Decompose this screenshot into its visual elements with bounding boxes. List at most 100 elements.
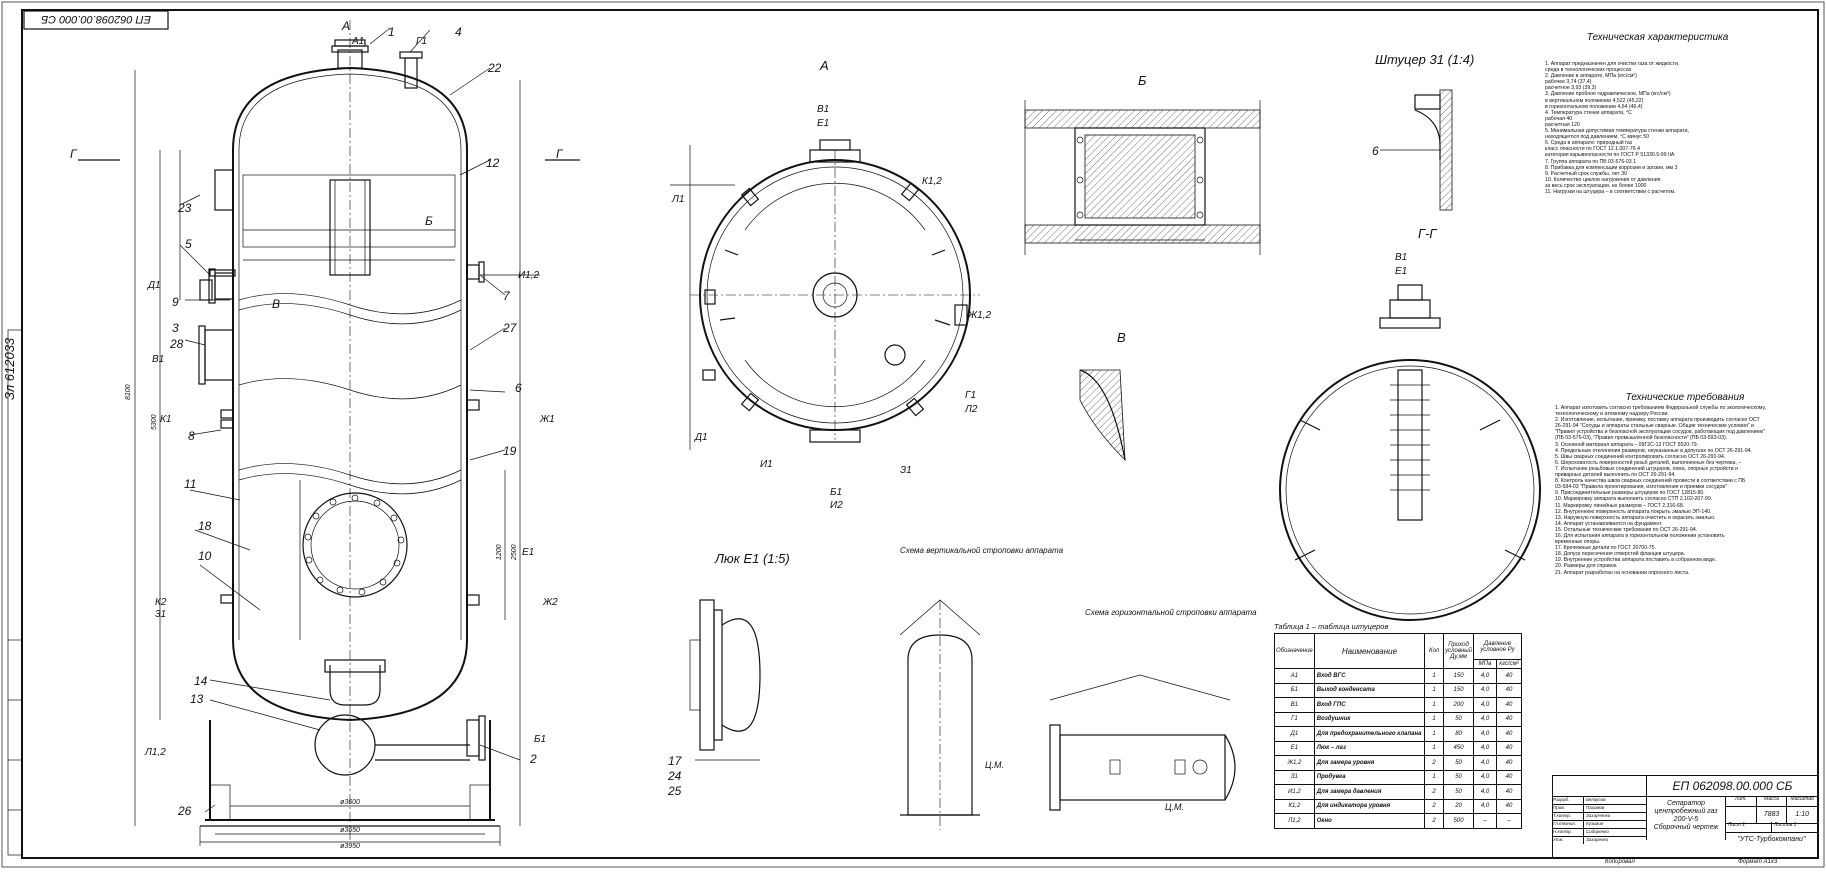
tech-req-line: 9. Присоединительные размеры штуцеров по…: [1555, 490, 1705, 497]
svg-text:Е1: Е1: [1395, 266, 1407, 277]
callout-pos-19: 19: [503, 444, 517, 458]
main-vessel-view: ø3600 ø3650 ø3950 8100 5300 2500 1200: [78, 20, 580, 850]
tech-req-line: 6. Шероховатость поверхностей резьб дета…: [1555, 459, 1742, 466]
view-a-plan: А В1 Е1 К1,2 Л1 Ж1,2 Г1 Л2 Д1 И1 Б1 И2 З…: [670, 58, 992, 511]
table-cell: Вход ВГС: [1313, 668, 1426, 684]
title-name-3: 200-V-5: [1673, 816, 1699, 823]
tech-char-line: 7. Группа аппарата по ПБ 03-576-03 1: [1545, 158, 1637, 165]
callout-pos-9: 9: [172, 295, 179, 309]
table-cell: 50: [1443, 755, 1474, 771]
title-name-cell: Сепаратор центробежный газ 200-V-5 Сборо…: [1646, 796, 1726, 840]
callout-pos-5: 5: [185, 237, 192, 251]
tech-requirements-lines: 1. Аппарат изготовить согласно требовани…: [1555, 405, 1815, 576]
tech-char-line: 4. Температура стенки аппарата, °С: [1545, 109, 1632, 116]
title-person: Пахомов: [1586, 805, 1605, 810]
tech-req-line: 15. Остальные технические требования по …: [1555, 526, 1698, 533]
view-v-title: В: [1117, 330, 1126, 345]
table-cell: Г1: [1274, 711, 1315, 727]
table-cell: Люк – лаз: [1313, 740, 1426, 756]
callout-pos-31: 31: [155, 609, 166, 620]
table-cell: Окно: [1313, 813, 1426, 829]
table-cell: 40: [1496, 769, 1522, 785]
table-cell: 150: [1443, 668, 1474, 684]
top-stamp-text: ЕП 062098.00.000 СБ: [41, 13, 151, 25]
fitting-title: Штуцер 31 (1:4): [1375, 52, 1474, 67]
table-cell: 500: [1443, 813, 1474, 829]
table-cell: А1: [1274, 668, 1315, 684]
tech-req-line: 03-584-03 "Правила проектирования, изгот…: [1555, 484, 1727, 491]
tech-requirements-title: Технические требования: [1625, 392, 1745, 403]
svg-text:Л1: Л1: [671, 194, 684, 205]
callout-pos-18: 18: [198, 519, 212, 533]
table-cell: Для замера уровня: [1313, 755, 1426, 771]
tech-req-line: 7. Испытание резьбовых соединений штуцер…: [1555, 465, 1738, 472]
table-cell: 2: [1424, 755, 1445, 771]
th-dn: Проход условный Ду,мм: [1443, 633, 1474, 669]
tech-req-line: 16. Для испытания аппарата в горизонталь…: [1555, 532, 1725, 539]
table-cell: 150: [1443, 682, 1474, 698]
callout-pos-22: 22: [487, 61, 502, 75]
svg-text:Ж1,2: Ж1,2: [967, 310, 992, 321]
tech-req-line: 21. Аппарат разработан на основании опро…: [1555, 569, 1690, 576]
cm-label-1: Ц.М.: [985, 760, 1004, 770]
callout-top-a: А: [341, 19, 350, 33]
table-cell: 40: [1496, 798, 1522, 814]
title-role-row: Н.контр.Сидоренко: [1553, 828, 1646, 836]
table-cell: Е1: [1274, 740, 1315, 756]
table-cell: 40: [1496, 668, 1522, 684]
fitting-31-detail: Штуцер 31 (1:4) 6: [1372, 52, 1474, 211]
dim-h3: 2500: [511, 544, 518, 561]
svg-text:Б1: Б1: [830, 487, 842, 498]
svg-text:В1: В1: [1395, 252, 1407, 263]
svg-text:Г1: Г1: [965, 390, 976, 401]
title-role: Н.контр.: [1553, 829, 1584, 836]
nozzle-table-grid: Обозначение Наименование Кол Проход усло…: [1274, 633, 1522, 829]
table-cell: 200: [1443, 697, 1474, 713]
dim-h2: 8100: [125, 384, 132, 400]
tech-req-line: 3. Основной материал аппарата – 09Г2С-12…: [1555, 441, 1699, 448]
th-kgf: кгс/см²: [1496, 659, 1522, 669]
table-cell: 2: [1424, 798, 1445, 814]
callout-pos-13: 13: [190, 692, 204, 706]
tech-req-line: 12. Внутреннюю поверхность аппарата покр…: [1555, 508, 1712, 515]
tech-req-line: 19. Внутренние устройства аппарата поста…: [1555, 557, 1717, 564]
tech-char-line: 10. Количество циклов нагружения от давл…: [1545, 176, 1661, 183]
title-role-row: Т.контр.Захарченко: [1553, 812, 1646, 820]
title-role: Пров.: [1553, 805, 1584, 812]
callout-pos-14: 14: [194, 674, 208, 688]
tech-char-line: 1. Аппарат предназначен для очистки газа…: [1545, 61, 1680, 67]
title-name-4: Сборочный чертеж: [1653, 824, 1719, 831]
tech-char-line: рабочая 40: [1545, 115, 1573, 122]
table-cell: 4,0: [1473, 769, 1497, 785]
tech-char-line: расчетное 3,93 (39,3): [1545, 85, 1597, 92]
tech-req-line: 1. Аппарат изготовить согласно требовани…: [1555, 405, 1766, 411]
tech-characteristics-lines: 1. Аппарат предназначен для очистки газа…: [1545, 61, 1770, 195]
tech-char-line: находящегося под давлением, °С минус 50: [1545, 134, 1650, 141]
tech-char-line: 9. Расчетный срок службы, лет 30: [1545, 170, 1627, 177]
section-g-g: Г-Г В1 Е1: [1279, 226, 1541, 621]
tech-req-line: 11. Маркировку линейных размеров – ГОСТ …: [1555, 502, 1685, 509]
table-cell: 1: [1424, 726, 1445, 742]
svg-text:17: 17: [668, 754, 683, 768]
table-cell: 40: [1496, 682, 1522, 698]
table-cell: 50: [1443, 769, 1474, 785]
tech-characteristics: Техническая характеристика 1. Аппарат пр…: [1545, 32, 1770, 195]
view-b-title: Б: [1138, 73, 1147, 88]
view-v-detail: В: [1079, 330, 1126, 462]
horizontal-sling-scheme: Схема горизонтальной строповки аппарата …: [1049, 608, 1257, 812]
title-person: Кузьмин: [1586, 821, 1604, 826]
callout-pos-1: 1: [388, 25, 395, 39]
callout-d1: Д1: [147, 280, 161, 291]
tech-req-line: 8. Контроль качества швов сварных соедин…: [1555, 478, 1746, 485]
svg-text:И2: И2: [830, 500, 843, 511]
tech-req-line: 26-291-94 "Сосуды и аппараты стальные св…: [1555, 423, 1754, 430]
svg-text:И1: И1: [760, 459, 773, 470]
title-scale: 1:10: [1795, 811, 1809, 818]
